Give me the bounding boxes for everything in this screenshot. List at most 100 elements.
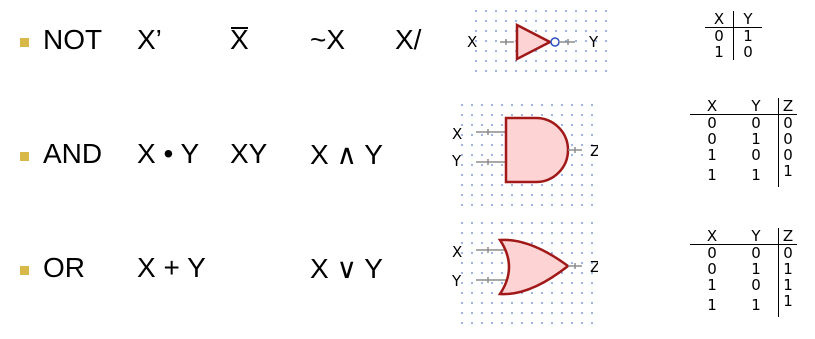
table-row: 0 1 1 bbox=[690, 261, 797, 277]
grid-dot bbox=[571, 124, 573, 126]
grid-dot bbox=[541, 114, 543, 116]
expression: X + Y bbox=[137, 252, 206, 283]
grid-dot bbox=[471, 164, 473, 166]
grid-dot bbox=[571, 222, 573, 224]
tt-cell: 0 bbox=[778, 244, 797, 261]
grid-dot bbox=[561, 272, 563, 274]
grid-dot bbox=[595, 60, 597, 62]
grid-dot bbox=[591, 282, 593, 284]
grid-dot bbox=[541, 292, 543, 294]
grid-dot bbox=[495, 70, 497, 72]
grid-dot bbox=[495, 10, 497, 12]
grid-dot bbox=[581, 184, 583, 186]
grid-dot bbox=[495, 60, 497, 62]
grid-dot bbox=[551, 194, 553, 196]
tt-cell: 1 bbox=[707, 166, 717, 184]
grid-dot bbox=[505, 10, 507, 12]
grid-dot bbox=[591, 144, 593, 146]
grid-dot bbox=[491, 104, 493, 106]
grid-dot bbox=[605, 60, 607, 62]
grid-dot bbox=[591, 272, 593, 274]
tt-header: Y bbox=[734, 98, 779, 115]
grid-dot bbox=[585, 50, 587, 52]
grid-dot bbox=[581, 232, 583, 234]
grid-dot bbox=[571, 134, 573, 136]
grid-dot bbox=[475, 50, 477, 52]
grid-dot bbox=[591, 312, 593, 314]
tt-cell: 1 bbox=[751, 130, 761, 148]
grid-dot bbox=[461, 292, 463, 294]
grid-dot bbox=[461, 174, 463, 176]
grid-dot bbox=[591, 242, 593, 244]
expression: X ∨ Y bbox=[310, 253, 383, 284]
grid-dot bbox=[565, 60, 567, 62]
grid-dot bbox=[491, 262, 493, 264]
grid-dot bbox=[481, 174, 483, 176]
grid-dot bbox=[491, 302, 493, 304]
grid-dot bbox=[591, 252, 593, 254]
tt-cell: 1 bbox=[778, 163, 797, 187]
grid-dot bbox=[491, 114, 493, 116]
grid-dot bbox=[541, 184, 543, 186]
grid-dot bbox=[481, 292, 483, 294]
grid-dot bbox=[481, 272, 483, 274]
grid-dot bbox=[541, 194, 543, 196]
grid-dot bbox=[481, 252, 483, 254]
table-row: 0 1 0 bbox=[690, 131, 797, 147]
grid-dot bbox=[581, 312, 583, 314]
grid-dot bbox=[591, 302, 593, 304]
grid-dot bbox=[511, 312, 513, 314]
gate-label: NOT bbox=[43, 24, 103, 55]
grid-dot bbox=[571, 174, 573, 176]
grid-dot bbox=[571, 154, 573, 156]
grid-dot bbox=[591, 114, 593, 116]
grid-dot bbox=[575, 70, 577, 72]
grid-dot bbox=[491, 252, 493, 254]
grid-dot bbox=[545, 10, 547, 12]
grid-dot bbox=[471, 292, 473, 294]
grid-dot bbox=[605, 10, 607, 12]
grid-dot bbox=[471, 204, 473, 206]
expression-overbar: X bbox=[230, 24, 249, 56]
tt-cell: 0 bbox=[707, 114, 717, 132]
grid-dot bbox=[461, 282, 463, 284]
tt-cell: 1 bbox=[707, 146, 717, 164]
grid-dot bbox=[475, 10, 477, 12]
tt-cell: 0 bbox=[778, 114, 797, 131]
grid-dot bbox=[481, 144, 483, 146]
grid-dot bbox=[595, 20, 597, 22]
input-label-x: X bbox=[452, 243, 462, 261]
grid-dot bbox=[531, 242, 533, 244]
grid-dot bbox=[471, 154, 473, 156]
tt-cell: 0 bbox=[751, 114, 761, 132]
grid-dot bbox=[535, 10, 537, 12]
grid-dot bbox=[531, 322, 533, 324]
grid-dot bbox=[461, 302, 463, 304]
grid-dot bbox=[595, 30, 597, 32]
grid-dot bbox=[571, 322, 573, 324]
tt-cell: 1 bbox=[751, 260, 761, 278]
grid-dot bbox=[521, 322, 523, 324]
grid-dot bbox=[481, 312, 483, 314]
grid-dot bbox=[591, 262, 593, 264]
grid-dot bbox=[581, 104, 583, 106]
input-label-x: X bbox=[467, 33, 477, 51]
grid-dot bbox=[461, 104, 463, 106]
grid-dot bbox=[561, 242, 563, 244]
grid-dot bbox=[541, 312, 543, 314]
grid-dot bbox=[491, 124, 493, 126]
expression: X • Y bbox=[137, 138, 200, 169]
grid-dot bbox=[521, 204, 523, 206]
grid-dot bbox=[561, 292, 563, 294]
table-row: 1 1 1 bbox=[690, 293, 797, 317]
grid-dot bbox=[591, 174, 593, 176]
tt-cell: 0 bbox=[751, 146, 761, 164]
grid-dot bbox=[491, 242, 493, 244]
gate-label: OR bbox=[43, 252, 85, 283]
grid-dot bbox=[461, 164, 463, 166]
grid-dot bbox=[585, 30, 587, 32]
grid-dot bbox=[591, 164, 593, 166]
grid-dot bbox=[571, 302, 573, 304]
grid-dot bbox=[461, 144, 463, 146]
grid-dot bbox=[471, 322, 473, 324]
